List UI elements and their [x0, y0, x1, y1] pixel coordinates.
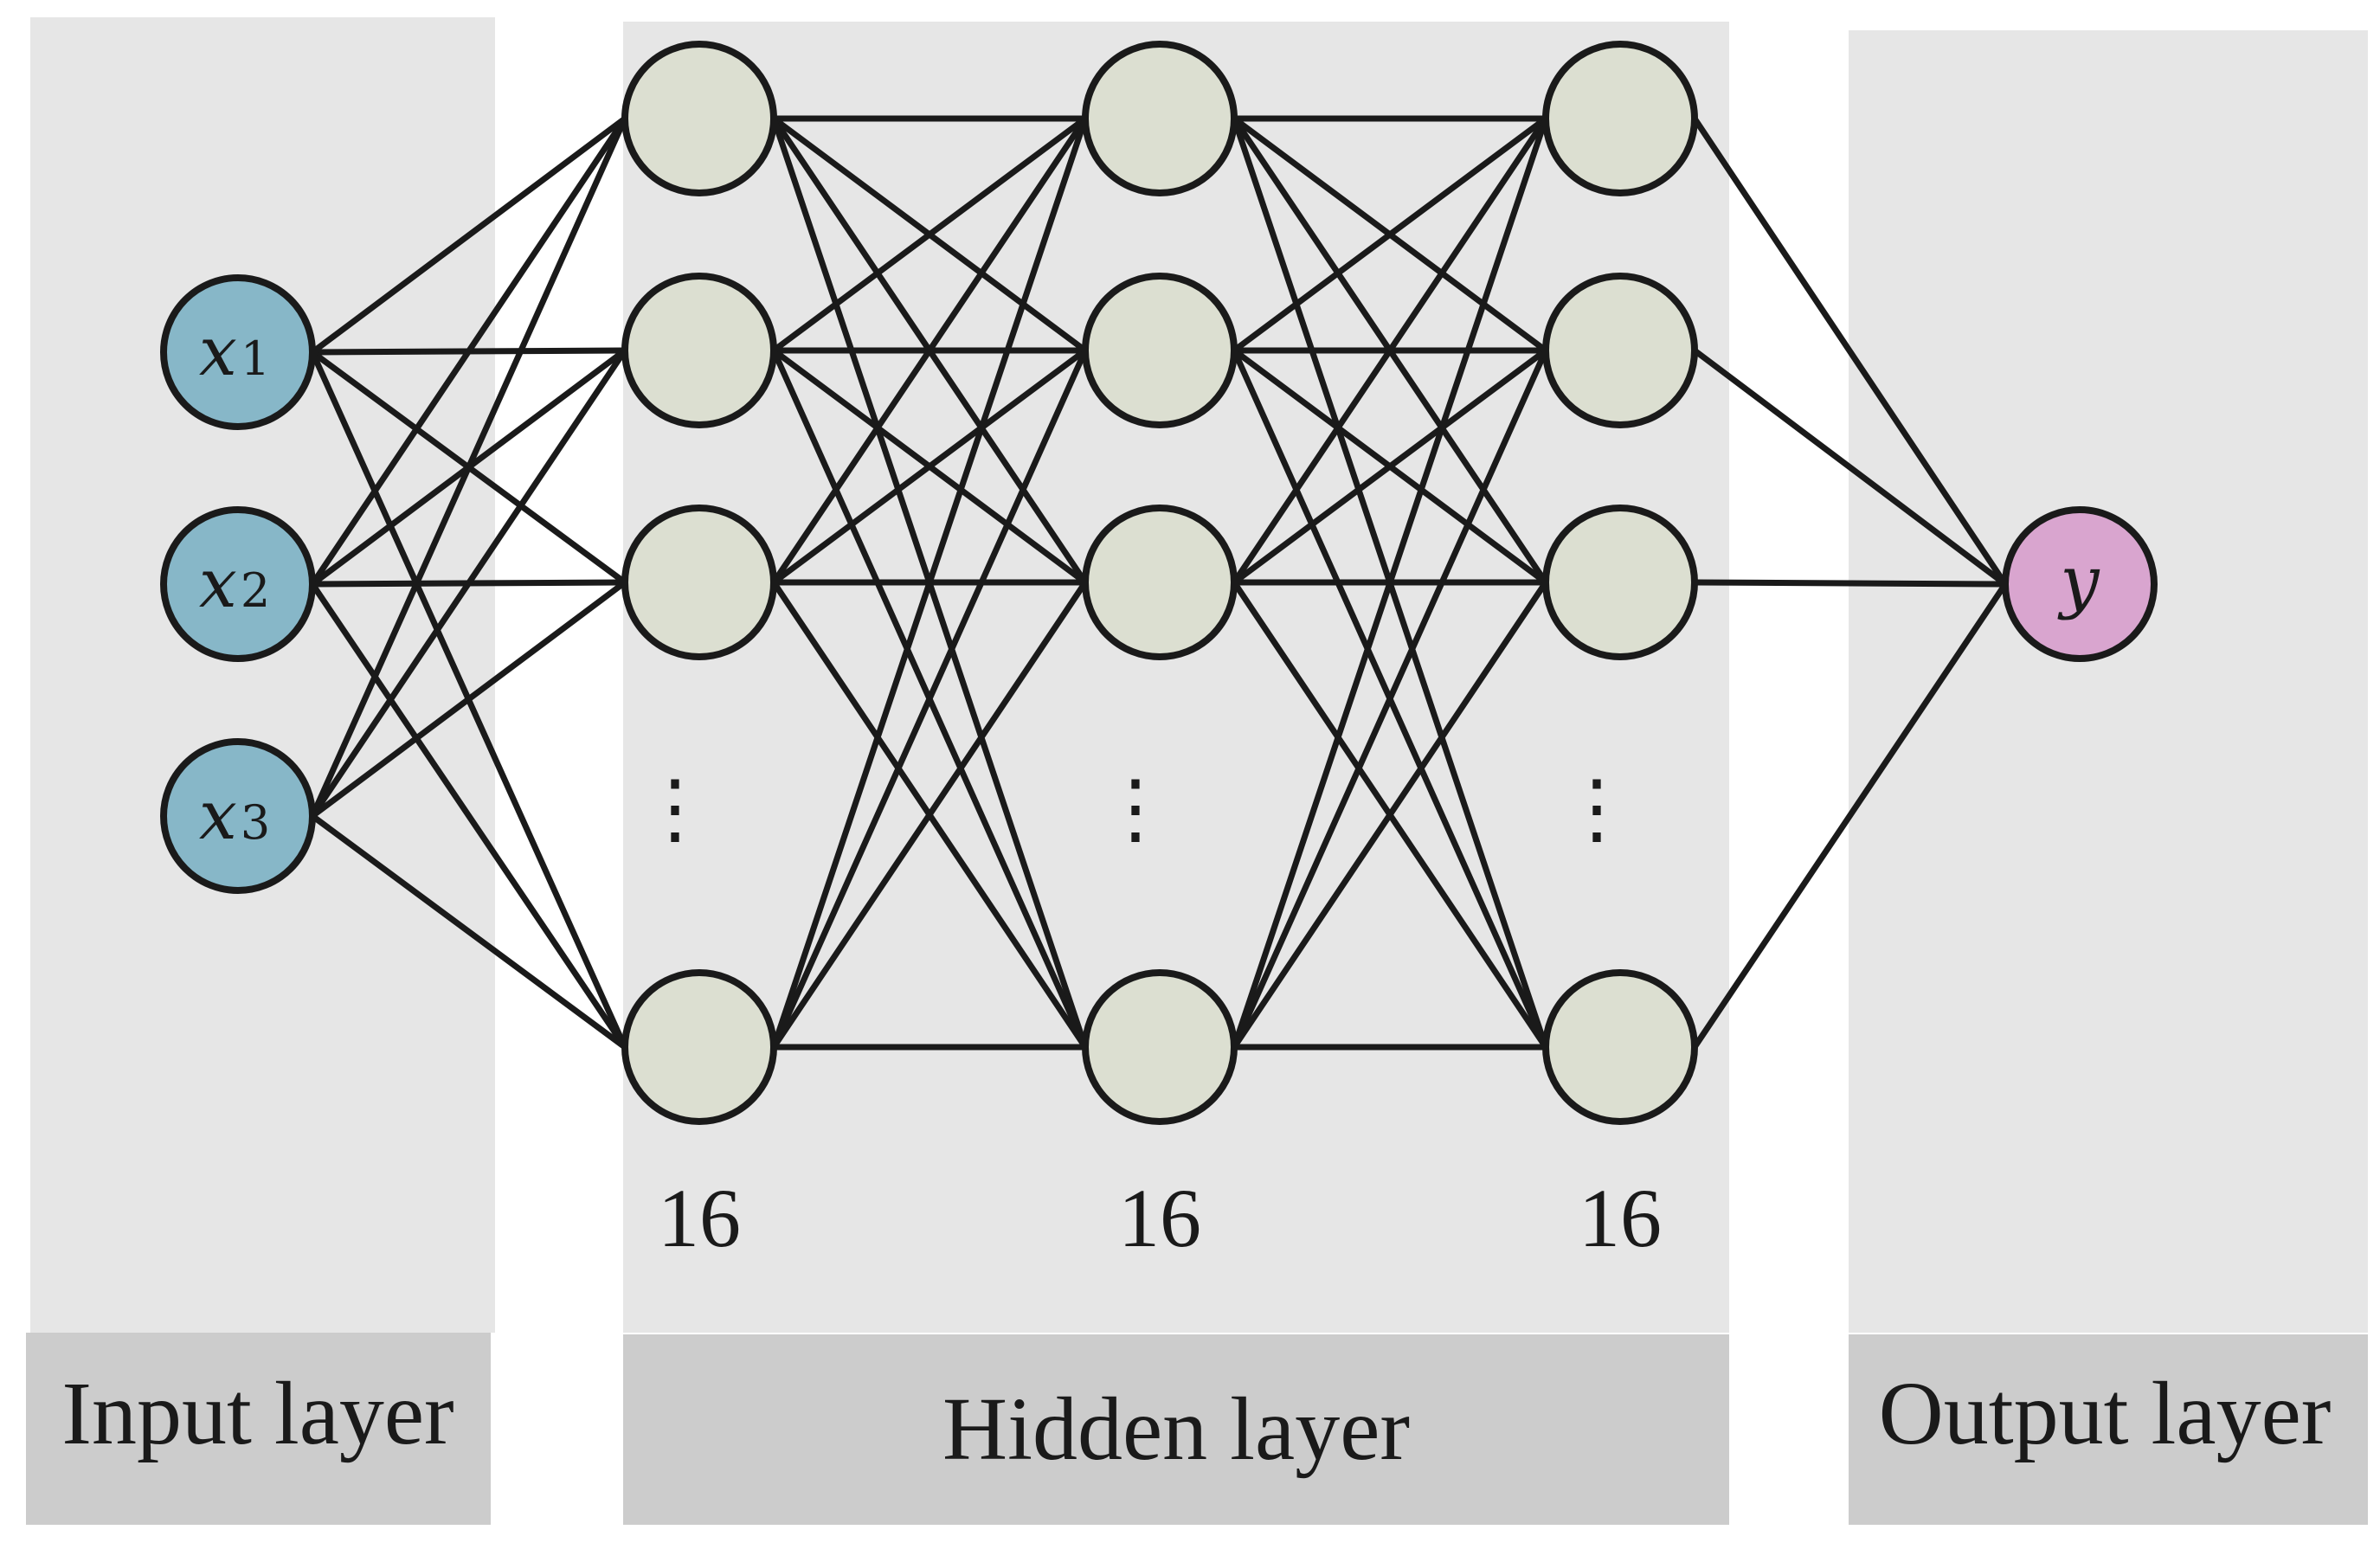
input-node-subscript-3: 3	[241, 795, 270, 850]
layer-panels	[30, 17, 2368, 1333]
hidden-node-c1-1	[621, 41, 777, 196]
edge-h3n3-output	[1694, 579, 2006, 588]
edge-h1n4-h2n1	[770, 117, 1089, 1049]
input-layer-panel	[30, 17, 495, 1333]
hidden-node-c2-3	[1082, 505, 1238, 660]
output-node	[2002, 506, 2158, 662]
edge-h2n3-h3n1	[1232, 117, 1548, 584]
input-layer-band	[26, 1333, 491, 1525]
hidden-node-c2-4	[1082, 969, 1238, 1125]
hidden-ellipsis-2: ⋮	[1097, 767, 1174, 852]
hidden-node-c3-2	[1542, 273, 1698, 428]
input-node-label-2: x2	[199, 545, 270, 623]
hidden-layer-panel	[623, 22, 1729, 1333]
input-layer-label: Input layer	[61, 1364, 453, 1463]
hidden-node-c3-3	[1542, 505, 1698, 660]
hidden-node-c3-4	[1542, 969, 1698, 1125]
layer-label-bands: Input layer Hidden layer Output layer	[26, 1333, 2368, 1525]
hidden-node-c2-2	[1082, 273, 1238, 428]
hidden-node-c2-1	[1082, 41, 1238, 196]
edge-h1n3-h2n2	[771, 348, 1088, 585]
output-node-label: y	[2057, 541, 2100, 621]
edge-h2n3-h3n2	[1232, 348, 1548, 585]
edge-input3-h1n3	[310, 580, 627, 819]
edge-input1-h1n1	[310, 116, 627, 355]
edge-input3-h1n4	[310, 813, 627, 1050]
hidden-node-c1-2	[621, 273, 777, 428]
connections	[309, 115, 2008, 1051]
hidden-count-1: 16	[658, 1172, 741, 1264]
output-layer-band	[1849, 1334, 2368, 1525]
edge-h1n4-h2n2	[770, 349, 1089, 1049]
edge-h3n2-output	[1692, 348, 2008, 587]
edge-h2n4-h3n2	[1231, 349, 1549, 1049]
edge-h3n1-output	[1692, 117, 2008, 586]
hidden-ellipsis-1: ⋮	[636, 767, 714, 852]
input-node-label-1: x1	[199, 313, 270, 391]
edge-h1n3-h2n1	[771, 117, 1088, 584]
hidden-node-c1-4	[621, 969, 777, 1125]
hidden-annotations: ⋮ ⋮ ⋮ 16 16 16	[636, 767, 1662, 1264]
hidden-count-3: 16	[1579, 1172, 1662, 1264]
input-node-symbol-1: x	[199, 313, 237, 391]
input-node-symbol-3: x	[199, 777, 237, 855]
input-node-3	[160, 738, 316, 894]
input-node-2	[160, 506, 316, 662]
hidden-ellipsis-3: ⋮	[1558, 767, 1636, 852]
input-node-label-3: x3	[199, 777, 270, 855]
hidden-layer-band	[623, 1334, 1729, 1525]
edge-input3-h1n1	[309, 117, 628, 818]
edge-h2n4-h3n1	[1231, 117, 1549, 1049]
input-node-symbol-2: x	[199, 545, 237, 623]
output-layer-label: Output layer	[1879, 1364, 2332, 1463]
edge-h2n4-h3n3	[1232, 581, 1548, 1049]
edge-input2-h1n1	[310, 117, 627, 586]
input-node-subscript-1: 1	[241, 331, 270, 386]
edge-h2n2-h3n1	[1232, 116, 1548, 353]
edge-h3n4-output	[1692, 582, 2008, 1049]
hidden-node-c1-3	[621, 505, 777, 660]
output-layer-panel	[1849, 30, 2368, 1333]
hidden-layer-label: Hidden layer	[942, 1379, 1410, 1479]
hidden-node-c3-1	[1542, 41, 1698, 196]
input-node-subscript-2: 2	[241, 563, 270, 618]
edge-h1n2-h2n1	[771, 116, 1088, 353]
edge-input2-h1n4	[310, 582, 627, 1049]
edge-input3-h1n2	[310, 349, 627, 818]
input-node-1	[160, 274, 316, 430]
hidden-count-2: 16	[1118, 1172, 1201, 1264]
edge-h1n4-h2n3	[771, 581, 1088, 1049]
